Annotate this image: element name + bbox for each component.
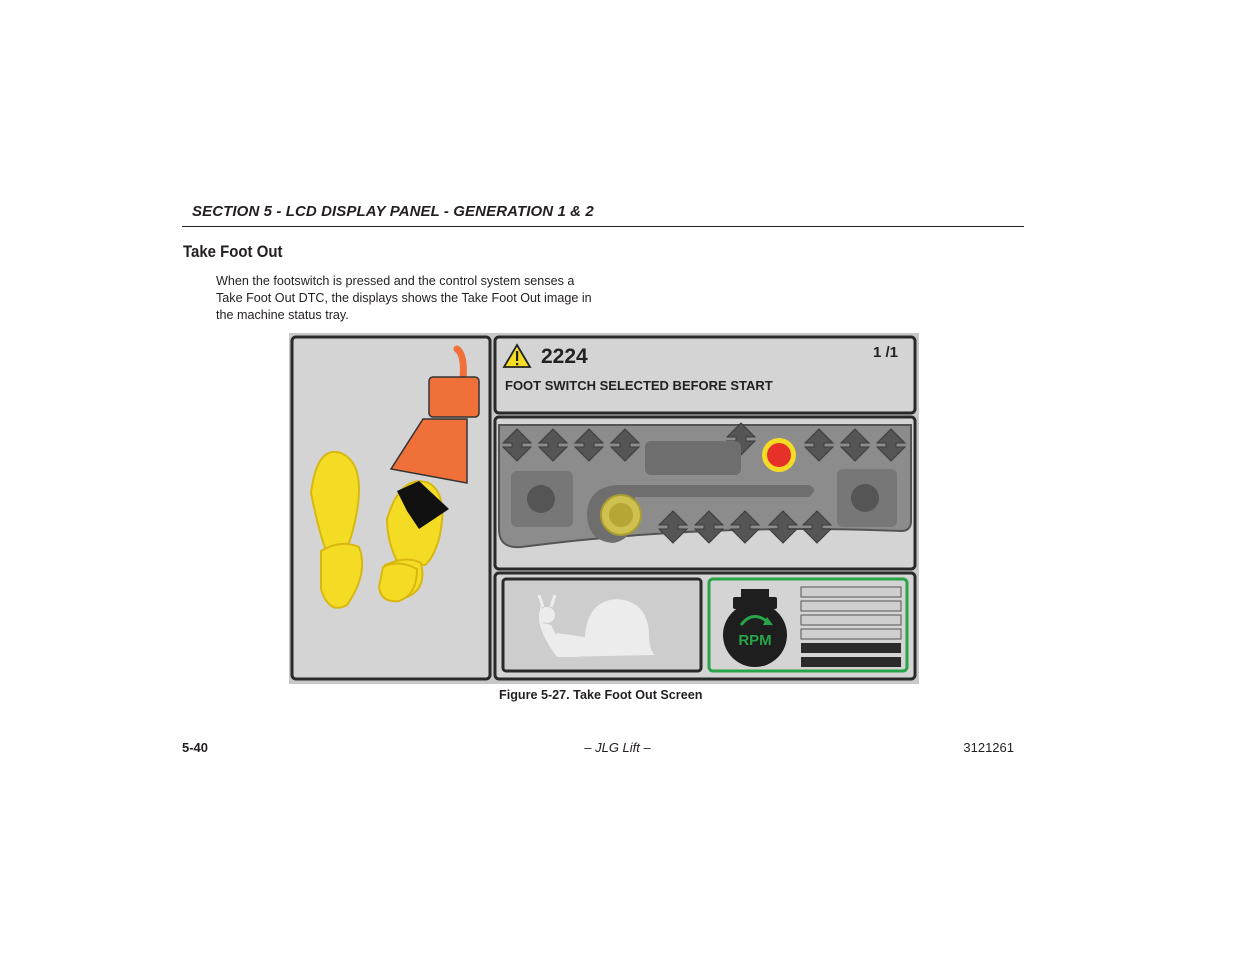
console-display bbox=[645, 441, 741, 475]
figure-caption: Figure 5-27. Take Foot Out Screen bbox=[499, 688, 703, 702]
rpm-level-bars bbox=[800, 586, 902, 667]
footer-center: – JLG Lift – bbox=[584, 740, 651, 755]
rpm-label: RPM bbox=[738, 632, 771, 649]
rpm-engine-icon: RPM bbox=[723, 589, 787, 667]
body-line: the machine status tray. bbox=[216, 308, 349, 322]
section-header: SECTION 5 - LCD DISPLAY PANEL - GENERATI… bbox=[192, 203, 594, 220]
arrow-button-icon bbox=[839, 428, 871, 462]
page-indicator: 1 /1 bbox=[873, 344, 898, 361]
arrow-button-icon bbox=[609, 428, 641, 462]
header-rule bbox=[182, 226, 1024, 227]
arrow-button-icon bbox=[657, 510, 689, 544]
body-paragraph: When the footswitch is pressed and the c… bbox=[216, 273, 611, 324]
warning-icon bbox=[502, 343, 532, 368]
fault-message-bar bbox=[493, 335, 917, 415]
arrow-button-icon bbox=[767, 510, 799, 544]
footprints-icon bbox=[309, 450, 444, 609]
fault-message: FOOT SWITCH SELECTED BEFORE START bbox=[505, 378, 773, 393]
arrow-button-icon bbox=[693, 510, 725, 544]
arrow-button-icon bbox=[875, 428, 907, 462]
arrow-button-icon bbox=[803, 428, 835, 462]
body-line: Take Foot Out DTC, the displays shows th… bbox=[216, 291, 592, 305]
fault-code: 2224 bbox=[541, 345, 588, 368]
snail-icon bbox=[537, 594, 655, 657]
arrow-button-icon bbox=[729, 510, 761, 544]
document-number: 3121261 bbox=[963, 740, 1014, 755]
arrow-button-icon bbox=[801, 510, 833, 544]
page-number: 5-40 bbox=[182, 740, 209, 755]
press-arrow-icon bbox=[397, 481, 449, 529]
arrow-button-icon bbox=[537, 428, 569, 462]
take-foot-out-figure: 2224 1 /1 FOOT SWITCH SELECTED BEFORE ST… bbox=[289, 333, 919, 684]
footswitch-icon bbox=[389, 345, 480, 484]
page-title: Take Foot Out bbox=[183, 242, 283, 261]
body-line: When the footswitch is pressed and the c… bbox=[216, 274, 575, 288]
arrow-button-icon bbox=[573, 428, 605, 462]
arrow-button-icon bbox=[501, 428, 533, 462]
